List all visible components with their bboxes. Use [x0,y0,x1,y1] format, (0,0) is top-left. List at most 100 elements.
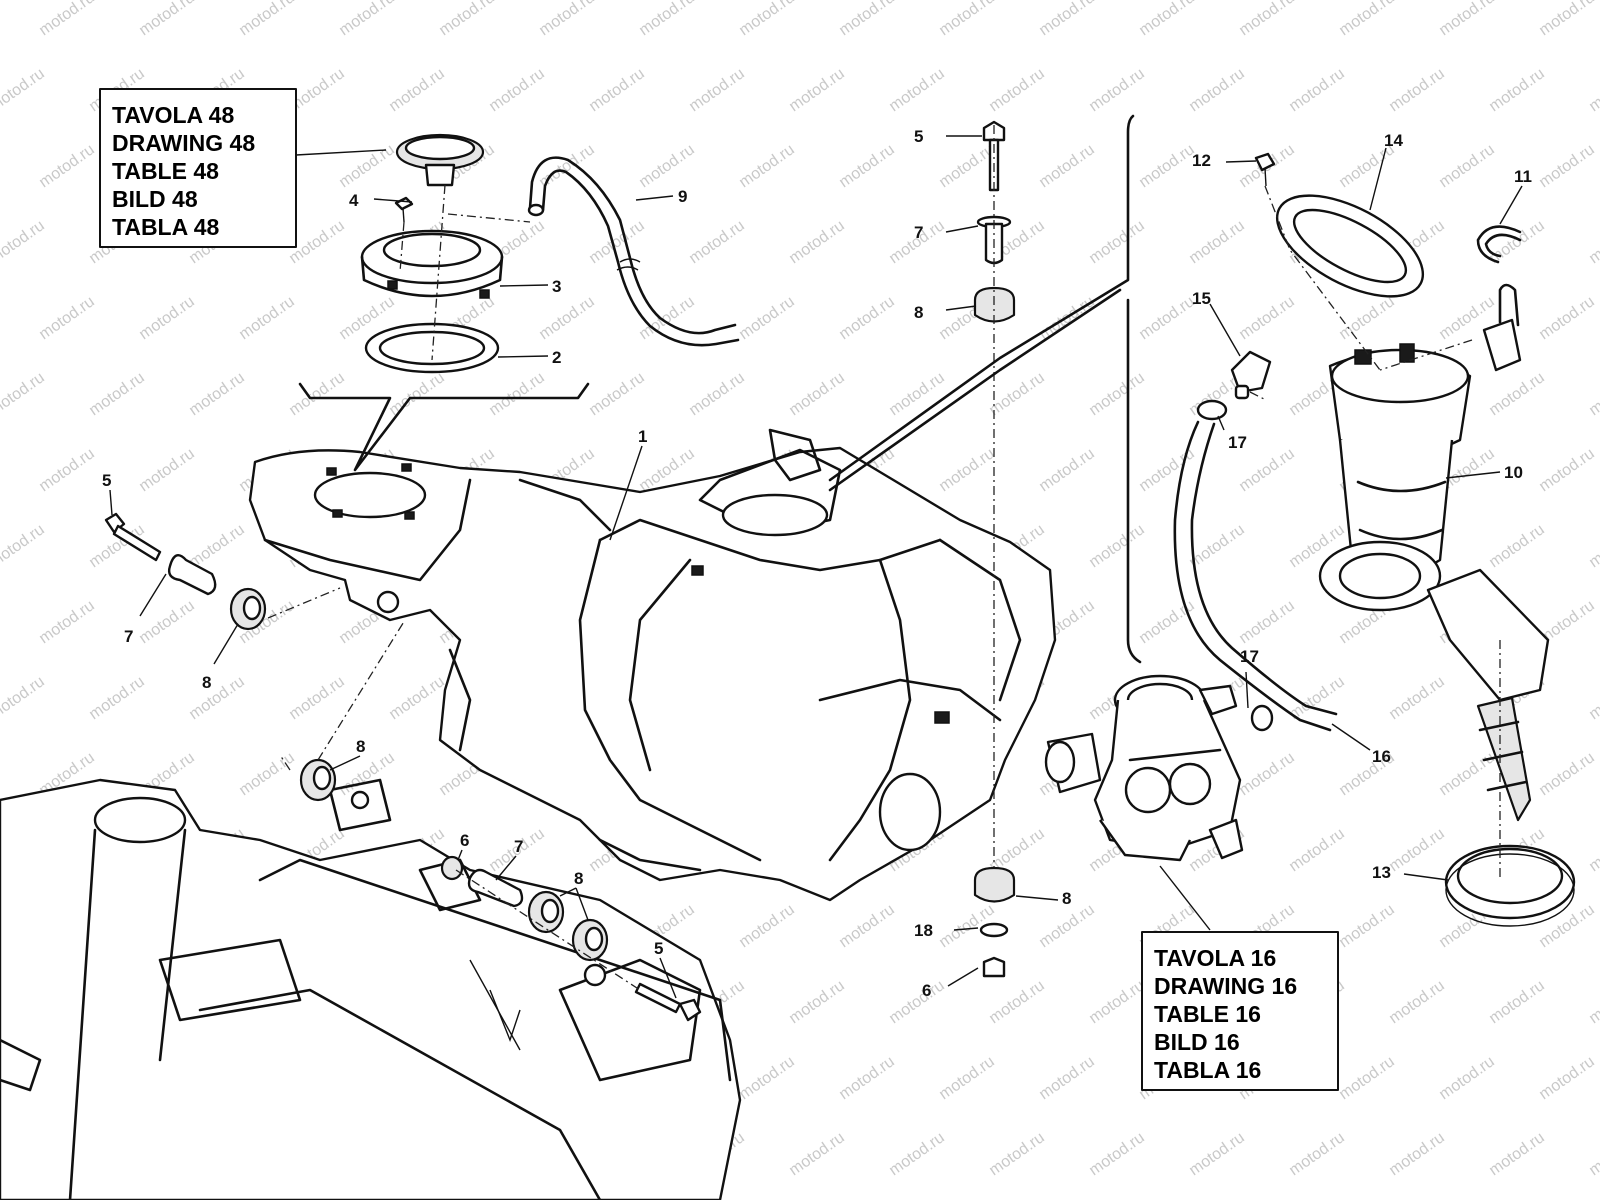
watermark-text: motod.ru [836,141,897,191]
callout-2: 2 [552,348,561,367]
callout-numbers: 1 2 3 4 5 5 5 6 6 7 7 7 8 8 8 8 8 9 10 1… [102,127,1532,1000]
watermark-text: motod.ru [1486,65,1547,115]
watermark-text: motod.ru [486,369,547,419]
watermark-text: motod.ru [786,1129,847,1179]
watermark-text: motod.ru [836,901,897,951]
ref-48-line-4: BILD 48 [112,186,198,212]
watermark-text: motod.ru [1086,217,1147,267]
watermark-text: motod.ru [736,901,797,951]
callout-12: 12 [1192,151,1211,170]
watermark-text: motod.ru [686,217,747,267]
watermark-text: motod.ru [586,65,647,115]
watermark-text: motod.ru [486,65,547,115]
callout-11: 11 [1514,167,1532,186]
callout-8-lower: 8 [574,869,583,888]
watermark-text: motod.ru [1136,141,1197,191]
watermark-text: motod.ru [1586,65,1600,115]
watermark-text: motod.ru [1286,1129,1347,1179]
watermark-text: motod.ru [1236,597,1297,647]
watermark-text: motod.ru [186,673,247,723]
watermark-text: motod.ru [1436,141,1497,191]
watermark-text: motod.ru [586,369,647,419]
watermark-text: motod.ru [1236,293,1297,343]
watermark-text: motod.ru [1236,445,1297,495]
watermark-text: motod.ru [1086,369,1147,419]
watermark-text: motod.ru [986,65,1047,115]
ref-48-line-5: TABLA 48 [112,214,220,240]
watermark-text: motod.ru [786,369,847,419]
watermark-text: motod.ru [1336,0,1397,39]
watermark-text: motod.ru [536,293,597,343]
callout-7-lower: 7 [514,837,523,856]
watermark-text: motod.ru [1086,977,1147,1027]
watermark-text: motod.ru [1386,65,1447,115]
watermark-text: motod.ru [0,673,48,723]
frame-drawing [0,778,742,1200]
watermark-text: motod.ru [886,977,947,1027]
watermark-text: motod.ru [1186,217,1247,267]
ref-48-line-2: DRAWING 48 [112,130,255,156]
watermark-text: motod.ru [1086,1129,1147,1179]
watermark-text: motod.ru [1536,1053,1597,1103]
callout-18: 18 [914,921,933,940]
watermark-text: motod.ru [86,369,147,419]
watermark-text: motod.ru [836,1053,897,1103]
callout-8-right: 8 [1062,889,1071,908]
watermark-text: motod.ru [1436,0,1497,39]
watermark-text: motod.ru [1136,293,1197,343]
callout-17-bottom: 17 [1240,647,1259,666]
callout-3: 3 [552,277,561,296]
watermark-text: motod.ru [886,1129,947,1179]
callout-15: 15 [1192,289,1211,308]
watermark-text: motod.ru [236,749,297,799]
watermark-text: motod.ru [936,445,997,495]
callout-16-bottom: 16 [1372,747,1391,766]
watermark-text: motod.ru [1486,521,1547,571]
watermark-text: motod.ru [86,673,147,723]
watermark-text: motod.ru [1536,749,1597,799]
watermark-text: motod.ru [136,0,197,39]
watermark-text: motod.ru [836,0,897,39]
watermark-text: motod.ru [1586,1129,1600,1179]
watermark-text: motod.ru [1086,521,1147,571]
watermark-text: motod.ru [36,293,97,343]
watermark-text: motod.ru [336,749,397,799]
watermark-text: motod.ru [986,1129,1047,1179]
watermark-text: motod.ru [36,0,97,39]
watermark-text: motod.ru [1486,1129,1547,1179]
watermark-text: motod.ru [1486,369,1547,419]
watermark-text: motod.ru [1586,977,1600,1027]
watermark-text: motod.ru [1486,977,1547,1027]
watermark-text: motod.ru [1186,1129,1247,1179]
watermark-text: motod.ru [1036,445,1097,495]
watermark-text: motod.ru [1186,521,1247,571]
watermark-text: motod.ru [1036,1053,1097,1103]
watermark-text: motod.ru [36,445,97,495]
reference-box-48: TAVOLA 48 DRAWING 48 TABLE 48 BILD 48 TA… [99,88,387,248]
callout-9: 9 [678,187,687,206]
watermark-text: motod.ru [136,445,197,495]
watermark-text: motod.ru [986,369,1047,419]
fuel-tank [248,428,1057,902]
watermark-text: motod.ru [236,0,297,39]
watermark-text: motod.ru [1136,597,1197,647]
watermark-text: motod.ru [1036,901,1097,951]
watermark-text: motod.ru [0,521,48,571]
leader-lines [109,135,1523,999]
callout-5-bottom: 5 [654,939,663,958]
watermark-text: motod.ru [1086,65,1147,115]
callout-6-lower: 6 [460,831,469,850]
watermark-text: motod.ru [786,977,847,1027]
ref-16-line-4: BILD 16 [1154,1029,1240,1055]
watermark-text: motod.ru [1236,749,1297,799]
watermark-text: motod.ru [736,1053,797,1103]
watermark-text: motod.ru [1586,825,1600,875]
watermark-text: motod.ru [1386,1129,1447,1179]
watermark-text: motod.ru [786,217,847,267]
watermark-text: motod.ru [1136,0,1197,39]
watermark-text: motod.ru [886,65,947,115]
callout-4: 4 [349,191,359,210]
watermark-text: motod.ru [736,293,797,343]
watermark-text: motod.ru [736,141,797,191]
throttle-body [1044,674,1244,862]
